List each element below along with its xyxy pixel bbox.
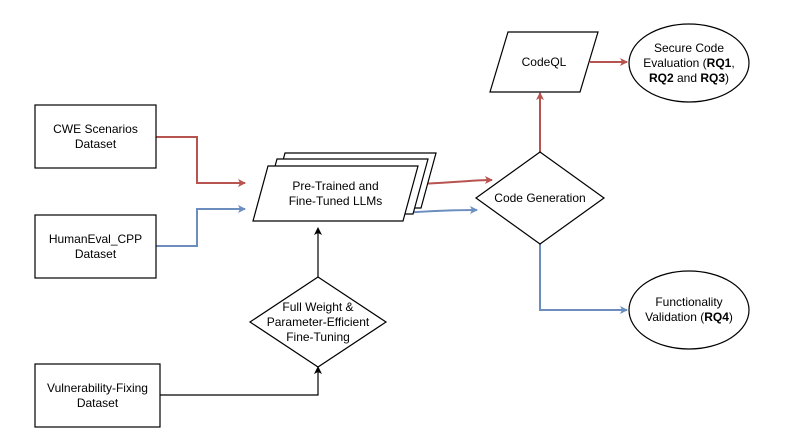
codeql-text: CodeQL [521, 54, 567, 69]
secure-eval-and: and [673, 70, 701, 85]
cwe-dataset-line2: Dataset [74, 136, 117, 151]
edge-cwe-to-llms [156, 136, 246, 187]
codeql-parallelogram [489, 31, 599, 93]
functionality-ellipse [628, 270, 750, 350]
cwe-dataset-line1: CWE Scenarios [53, 121, 138, 136]
edge-humaneval-to-llms [156, 205, 246, 247]
llms-line2: Fine-Tuned LLMs [288, 193, 383, 208]
cwe-dataset-box [34, 104, 157, 169]
humaneval-dataset-line1: HumanEval_CPP [48, 231, 143, 246]
codegen-label: Code Generation [476, 188, 604, 208]
finetune-line2: Parameter-Efficient [266, 314, 370, 329]
functionality-line2a: Validation ( [645, 310, 705, 324]
secure-eval-line2a: Evaluation ( [643, 55, 707, 70]
functionality-line1: Functionality [655, 295, 723, 309]
llms-parallelogram [252, 165, 419, 222]
secure-eval-rq1: RQ1 [706, 55, 732, 70]
vulnfix-dataset-box [34, 363, 161, 428]
humaneval-dataset-line2: Dataset [74, 246, 117, 261]
finetune-line1: Full Weight & [282, 299, 354, 314]
edge-vulnfix-to-finetune [160, 366, 322, 396]
codegen-diamond [474, 151, 606, 245]
vulnfix-dataset-line1: Vulnerability-Fixing [47, 380, 148, 395]
functionality-rq4: RQ4 [704, 310, 729, 324]
functionality-label: Functionality Validation (RQ4) [629, 294, 749, 326]
llms-line1: Pre-Trained and [292, 178, 379, 193]
codeql-label: CodeQL [490, 32, 598, 92]
secure-eval-comma: , [731, 55, 735, 70]
secure-eval-close: ) [725, 70, 730, 85]
functionality-close: ) [728, 310, 733, 324]
edge-codegen-to-functionality [539, 244, 628, 314]
secure-eval-ellipse [628, 23, 750, 103]
finetune-line3: Fine-Tuning [286, 329, 350, 344]
humaneval-dataset-box [34, 214, 157, 279]
finetune-diamond [248, 276, 388, 368]
secure-eval-label: Secure Code Evaluation (RQ1, RQ2 and RQ3… [629, 40, 749, 86]
secure-eval-line1: Secure Code [653, 40, 725, 55]
secure-eval-rq3: RQ3 [700, 70, 726, 85]
codegen-text: Code Generation [494, 190, 586, 205]
vulnfix-dataset-line2: Dataset [76, 395, 119, 410]
secure-eval-rq2: RQ2 [648, 70, 674, 85]
